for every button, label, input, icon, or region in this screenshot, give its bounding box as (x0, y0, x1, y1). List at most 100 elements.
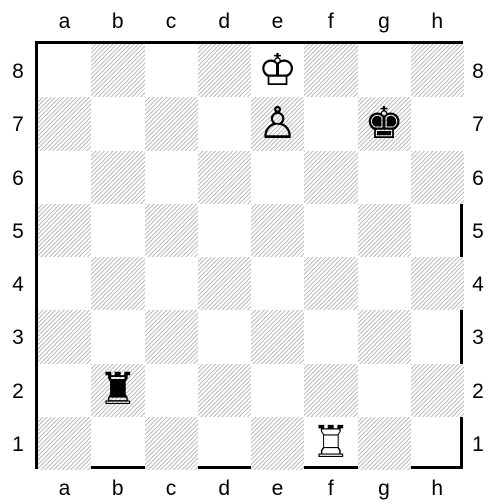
square-b4[interactable] (91, 257, 144, 310)
square-c6[interactable] (145, 151, 198, 204)
file-label-top-b: b (91, 11, 144, 32)
square-b7[interactable] (91, 97, 144, 150)
square-g3[interactable] (358, 310, 411, 363)
square-a5[interactable] (38, 204, 91, 257)
file-label-top-g: g (358, 11, 411, 32)
square-a3[interactable] (38, 310, 91, 363)
square-e6[interactable] (251, 151, 304, 204)
square-g2[interactable] (358, 364, 411, 417)
rank-label-right-4: 4 (466, 274, 488, 295)
square-h1[interactable] (411, 417, 464, 470)
rank-label-left-2: 2 (6, 381, 30, 402)
file-label-top-d: d (198, 11, 251, 32)
square-g7[interactable]: ♚ (358, 97, 411, 150)
rank-label-left-7: 7 (6, 114, 30, 135)
file-label-top-h: h (411, 11, 464, 32)
rank-label-right-6: 6 (466, 168, 488, 189)
square-h7[interactable] (411, 97, 464, 150)
square-b3[interactable] (91, 310, 144, 363)
square-g4[interactable] (358, 257, 411, 310)
square-a1[interactable] (38, 417, 91, 470)
square-f7[interactable] (304, 97, 357, 150)
square-e7[interactable]: ♙ (251, 97, 304, 150)
square-c3[interactable] (145, 310, 198, 363)
square-d4[interactable] (198, 257, 251, 310)
square-a8[interactable] (38, 44, 91, 97)
white-rook-icon[interactable]: ♖ (304, 417, 357, 470)
black-rook-icon[interactable]: ♜ (91, 364, 144, 417)
square-d7[interactable] (198, 97, 251, 150)
square-c2[interactable] (145, 364, 198, 417)
square-b8[interactable] (91, 44, 144, 97)
square-e1[interactable] (251, 417, 304, 470)
square-b2[interactable]: ♜ (91, 364, 144, 417)
rank-label-right-7: 7 (466, 114, 488, 135)
square-d2[interactable] (198, 364, 251, 417)
file-label-top-a: a (38, 11, 91, 32)
file-label-bottom-a: a (38, 478, 91, 499)
black-king-icon[interactable]: ♚ (358, 97, 411, 150)
square-e4[interactable] (251, 257, 304, 310)
square-b1[interactable] (91, 417, 144, 470)
rank-label-right-1: 1 (466, 434, 488, 455)
rank-label-right-5: 5 (466, 221, 488, 242)
square-f4[interactable] (304, 257, 357, 310)
rank-label-left-5: 5 (6, 221, 30, 242)
file-label-bottom-b: b (91, 478, 144, 499)
rank-label-left-8: 8 (6, 61, 30, 82)
square-e5[interactable] (251, 204, 304, 257)
white-king-icon[interactable]: ♔ (251, 44, 304, 97)
square-h2[interactable] (411, 364, 464, 417)
square-g1[interactable] (358, 417, 411, 470)
square-h6[interactable] (411, 151, 464, 204)
file-label-bottom-d: d (198, 478, 251, 499)
file-label-bottom-h: h (411, 478, 464, 499)
square-f2[interactable] (304, 364, 357, 417)
square-a4[interactable] (38, 257, 91, 310)
square-a7[interactable] (38, 97, 91, 150)
square-d1[interactable] (198, 417, 251, 470)
square-c1[interactable] (145, 417, 198, 470)
square-e3[interactable] (251, 310, 304, 363)
square-g8[interactable] (358, 44, 411, 97)
square-f3[interactable] (304, 310, 357, 363)
square-c5[interactable] (145, 204, 198, 257)
square-f1[interactable]: ♖ (304, 417, 357, 470)
square-d8[interactable] (198, 44, 251, 97)
file-label-bottom-f: f (304, 478, 357, 499)
square-h8[interactable] (411, 44, 464, 97)
square-f5[interactable] (304, 204, 357, 257)
file-label-bottom-c: c (145, 478, 198, 499)
square-c4[interactable] (145, 257, 198, 310)
square-e8[interactable]: ♔ (251, 44, 304, 97)
file-label-top-c: c (145, 11, 198, 32)
square-e2[interactable] (251, 364, 304, 417)
chess-board: ♔♙ ♚ ♜ ♖ (35, 41, 463, 469)
square-h4[interactable] (411, 257, 464, 310)
white-pawn-icon[interactable]: ♙ (251, 97, 304, 150)
square-f8[interactable] (304, 44, 357, 97)
side-to-move-marker (460, 97, 463, 150)
square-b5[interactable] (91, 204, 144, 257)
square-d6[interactable] (198, 151, 251, 204)
square-b6[interactable] (91, 151, 144, 204)
rank-label-left-4: 4 (6, 274, 30, 295)
rank-label-right-3: 3 (466, 327, 488, 348)
rank-label-right-8: 8 (466, 61, 488, 82)
square-c7[interactable] (145, 97, 198, 150)
square-g5[interactable] (358, 204, 411, 257)
rank-label-left-6: 6 (6, 168, 30, 189)
square-a2[interactable] (38, 364, 91, 417)
square-f6[interactable] (304, 151, 357, 204)
rank-label-right-2: 2 (466, 381, 488, 402)
file-label-top-f: f (304, 11, 357, 32)
square-g6[interactable] (358, 151, 411, 204)
square-a6[interactable] (38, 151, 91, 204)
square-d3[interactable] (198, 310, 251, 363)
square-h3[interactable] (411, 310, 464, 363)
square-h5[interactable] (411, 204, 464, 257)
file-label-bottom-g: g (358, 478, 411, 499)
square-c8[interactable] (145, 44, 198, 97)
square-d5[interactable] (198, 204, 251, 257)
rank-label-left-1: 1 (6, 434, 30, 455)
